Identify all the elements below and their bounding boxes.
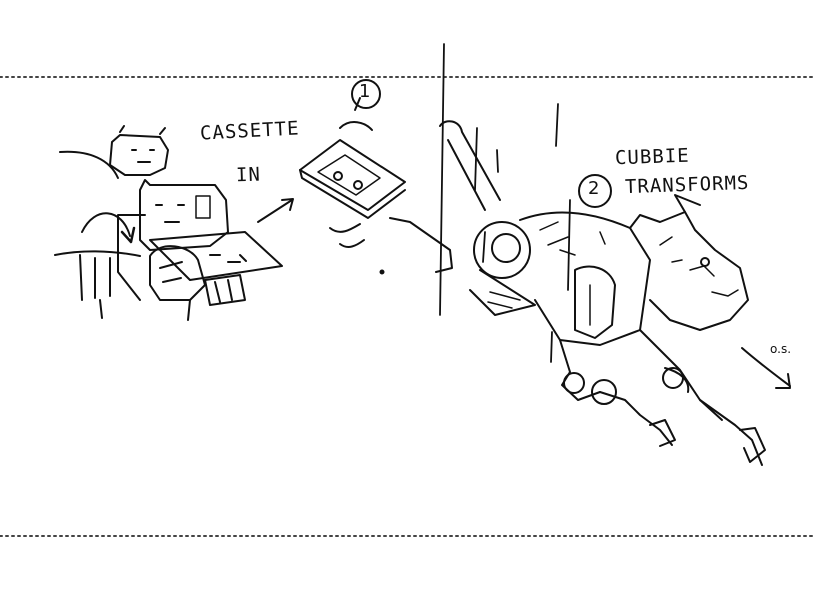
motion-arrow (257, 198, 294, 223)
note-cubbie: CUBBIE (614, 144, 691, 170)
note-transforms: TRANSFORMS (624, 171, 750, 199)
left-character-sketch (54, 125, 283, 321)
step2-circle (578, 174, 612, 208)
note-in: IN (235, 163, 262, 187)
step-number-2: 2 (588, 178, 600, 199)
robot-character-sketch (389, 120, 766, 466)
step-number-1: 1 (359, 81, 371, 102)
sound-mark: o.s. (770, 342, 792, 356)
motion-arrow (741, 347, 791, 389)
speed-lines (439, 43, 571, 363)
step1-circle (351, 79, 381, 109)
cassette-sketch (299, 97, 406, 275)
